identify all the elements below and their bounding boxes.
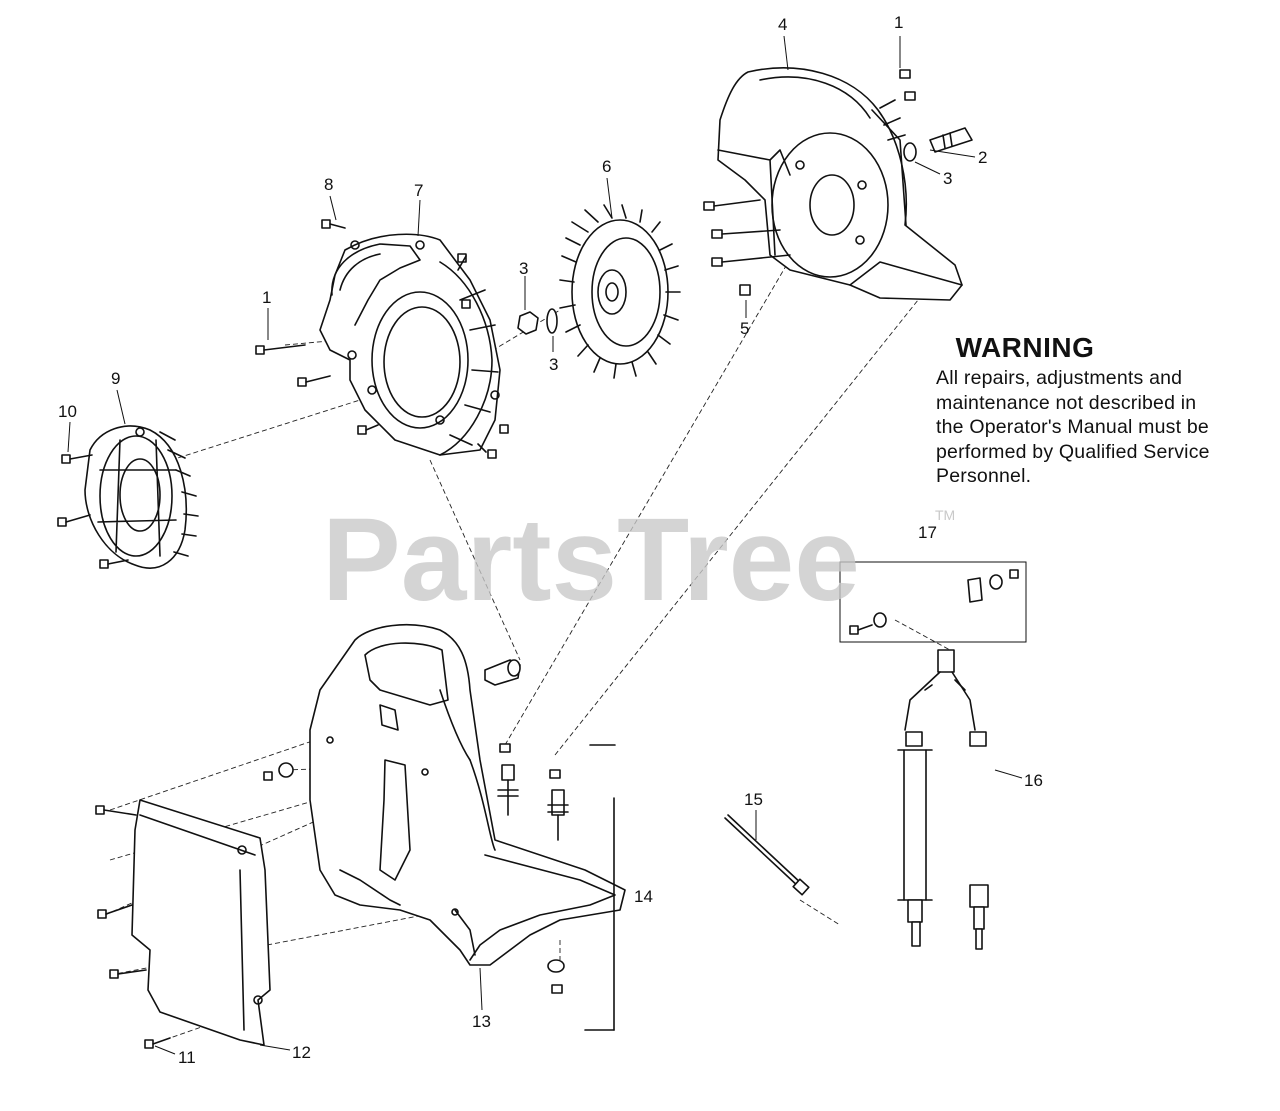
callout-1-top: 1 xyxy=(894,13,903,32)
callout-3-mid-bottom: 3 xyxy=(549,355,558,374)
watermark-trademark: TM xyxy=(935,507,955,523)
blower-housing-rear xyxy=(717,67,963,301)
callout-14: 14 xyxy=(634,887,653,906)
callout-3-mid-top: 3 xyxy=(519,259,528,278)
bracket-14 xyxy=(584,744,616,1031)
callout-15: 15 xyxy=(744,790,763,809)
impeller-nut-washer xyxy=(517,308,558,335)
shoulder-straps xyxy=(897,649,989,950)
callout-1-left: 1 xyxy=(262,288,271,307)
callout-4: 4 xyxy=(778,15,787,34)
intake-cover-screws xyxy=(57,454,129,569)
warning-notice: WARNING All repairs, adjustments and mai… xyxy=(936,332,1256,489)
cable-tie xyxy=(724,814,810,896)
warning-text: All repairs, adjustments and maintenance… xyxy=(936,366,1256,489)
callout-8: 8 xyxy=(324,175,333,194)
frame-mount-post xyxy=(484,659,521,686)
warning-line: Personnel. xyxy=(936,465,1032,487)
intake-cover xyxy=(84,425,199,569)
callout-13: 13 xyxy=(472,1012,491,1031)
housing-screws-rear xyxy=(703,69,973,296)
callout-5: 5 xyxy=(740,319,749,338)
blower-housing-front xyxy=(319,233,501,456)
warning-line: All repairs, adjustments and xyxy=(936,367,1183,389)
back-pad-screws xyxy=(95,762,294,1049)
callout-17: 17 xyxy=(918,523,937,542)
callout-3-right: 3 xyxy=(943,169,952,188)
watermark: PartsTree TM xyxy=(322,494,955,626)
vibration-mounts xyxy=(497,743,569,994)
impeller-fan xyxy=(559,204,681,379)
callout-9: 9 xyxy=(111,369,120,388)
watermark-brand: PartsTree xyxy=(322,494,860,626)
backpack-frame xyxy=(309,624,626,966)
callout-7: 7 xyxy=(414,181,423,200)
callout-numbers: 1 4 2 3 5 6 7 8 3 3 1 9 10 11 12 13 14 1… xyxy=(58,13,1043,1067)
callout-11: 11 xyxy=(178,1048,196,1067)
warning-line: the Operator's Manual must be xyxy=(936,416,1209,438)
housing-screws-front xyxy=(255,219,509,459)
back-pad xyxy=(131,799,271,1046)
warning-line: maintenance not described in xyxy=(936,391,1197,414)
leader-lines xyxy=(67,35,1023,1055)
warning-line: performed by Qualified Service xyxy=(936,440,1210,463)
callout-12: 12 xyxy=(292,1043,311,1062)
strap-hardware-box xyxy=(839,561,1027,643)
callout-10: 10 xyxy=(58,402,77,421)
warning-title: WARNING xyxy=(955,332,1095,363)
callout-6: 6 xyxy=(602,157,611,176)
callout-16: 16 xyxy=(1024,771,1043,790)
callout-2: 2 xyxy=(978,148,987,167)
